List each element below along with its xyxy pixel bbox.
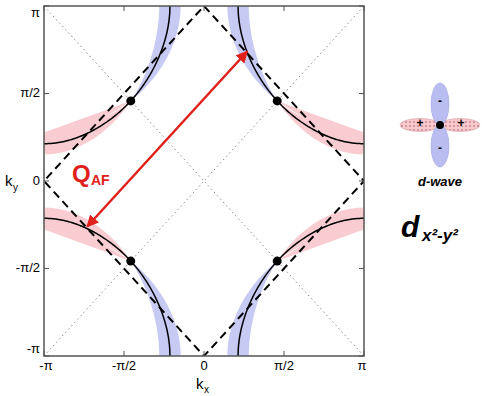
orbital-lobe [431, 83, 449, 125]
tick-mark [284, 351, 285, 356]
gap-band [277, 208, 364, 261]
tick-mark [284, 6, 285, 11]
tick-mark [124, 6, 125, 11]
orbital-caption: d-wave [418, 175, 462, 189]
tick-mark [364, 6, 365, 11]
tick-mark [359, 6, 364, 7]
gap-node [273, 257, 282, 266]
tick-label: π/2 [20, 86, 40, 100]
gap-node [126, 96, 135, 105]
tick-mark [359, 93, 364, 94]
tick-label: -π [39, 359, 52, 373]
axis-label: k [196, 376, 204, 393]
vector-subscript: AF [91, 173, 110, 188]
symmetry-label: d [401, 210, 419, 243]
diagonal-line [44, 6, 364, 356]
tick-label: π [358, 359, 367, 373]
tick-mark [44, 351, 45, 356]
axis-label: k [5, 173, 13, 190]
tick-marks [44, 6, 364, 356]
symmetry-subscript: x²-y² [422, 227, 458, 246]
tick-mark [359, 181, 364, 182]
q-af-arrow [87, 52, 247, 227]
gap-band [44, 101, 131, 154]
orbital-lobe [431, 125, 449, 167]
tick-mark [359, 268, 364, 269]
tick-label: 0 [33, 174, 40, 188]
tick-label: π/2 [274, 359, 294, 373]
gap-band [131, 261, 181, 356]
gap-band [227, 6, 277, 101]
sign-label: + [457, 117, 464, 130]
fermi-surface [238, 218, 364, 356]
d-wave-orbital [400, 83, 480, 167]
plot-frame [44, 6, 364, 356]
gap-band [277, 101, 364, 154]
af-zone-boundary [44, 6, 364, 356]
tick-mark [44, 6, 45, 11]
tick-mark [44, 268, 49, 269]
gap-band [44, 208, 131, 261]
orbital-center [436, 121, 444, 129]
tick-mark [204, 6, 205, 11]
gap-band [227, 261, 277, 356]
tick-mark [44, 93, 49, 94]
tick-mark [124, 351, 125, 356]
diagonal-line [44, 6, 364, 356]
tick-label: -π/2 [16, 261, 40, 275]
axis-subscript: x [204, 384, 209, 395]
fermi-surface [238, 6, 364, 144]
gap-node [273, 96, 282, 105]
gap-band [131, 6, 181, 101]
overlay [87, 52, 247, 227]
gap-node [126, 257, 135, 266]
tick-mark [44, 356, 49, 357]
plot-area [44, 6, 364, 356]
sign-label: - [438, 142, 442, 155]
tick-mark [44, 181, 49, 182]
tick-mark [44, 6, 49, 7]
sign-label: + [416, 117, 423, 130]
fermi-surface [44, 6, 170, 144]
tick-label: π [31, 6, 40, 20]
fermi-surface [44, 218, 170, 356]
tick-label: -π/2 [112, 359, 136, 373]
vector-label: Q [72, 161, 91, 187]
tick-label: -π [27, 342, 40, 356]
sign-label: - [438, 95, 442, 108]
tick-mark [359, 356, 364, 357]
axis-subscript: y [13, 182, 18, 193]
tick-label: 0 [200, 359, 207, 373]
tick-mark [364, 351, 365, 356]
tick-mark [204, 351, 205, 356]
